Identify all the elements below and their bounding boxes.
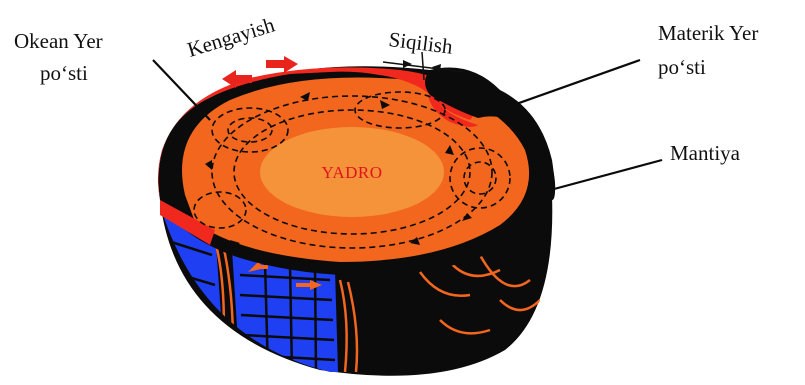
ocean-crust-label-line1: Okean Yer — [14, 29, 103, 53]
ocean-crust-label-line2: po‘sti — [40, 61, 88, 85]
spreading-label: Kengayish — [184, 12, 277, 61]
compression-label: Siqilish — [387, 27, 454, 59]
continental-crust-label-line2: po‘sti — [658, 55, 706, 79]
continental-crust-label-line1: Materik Yer — [658, 21, 758, 45]
mantle-label: Mantiya — [670, 141, 741, 165]
core-label: YADRO — [321, 163, 382, 182]
